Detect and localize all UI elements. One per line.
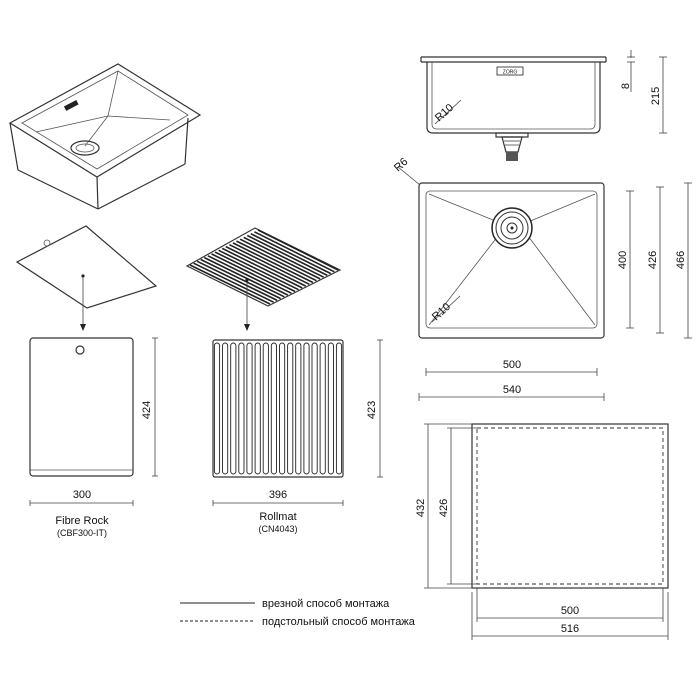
rollmat-code: (CN4043) (258, 524, 297, 534)
rollmat-perspective-bar (196, 260, 278, 302)
rollmat-perspective-bar (229, 243, 310, 286)
sink-logo-badge (63, 99, 79, 111)
rollmat-bar (270, 342, 277, 475)
rollmat-perspective-bar (221, 247, 303, 289)
rollmat-bar (238, 342, 245, 475)
section-radius-label: R10 (433, 102, 456, 124)
rollmat-name: Rollmat (259, 511, 296, 523)
rollmat-bar (295, 342, 302, 475)
rollmat-perspective-bar (193, 262, 274, 303)
rollmat-perspective-bar (257, 229, 339, 271)
rollmat-bar (262, 342, 269, 475)
section-logo-badge (496, 66, 524, 76)
rollmat-perspective-bar (200, 258, 282, 300)
top-outer-depth-label: 466 (675, 251, 687, 269)
fibre-rock-width-label: 300 (73, 489, 91, 501)
rollmat-bar (279, 342, 286, 475)
section-rim-height-label: 8 (620, 83, 632, 89)
section-height-label: 215 (650, 87, 662, 105)
rollmat-perspective-bar (254, 231, 335, 273)
rollmat-perspective-bar (189, 264, 271, 305)
rollmat-perspective-bar (211, 253, 292, 295)
rollmat-perspective-bar (239, 238, 321, 280)
rollmat-bar (303, 342, 310, 475)
fibre-rock-name: Fibre Rock (55, 515, 109, 527)
rollmat-perspective-bar (225, 245, 307, 287)
sink-top-view: R6 R10 400 426 466 500 540 (392, 156, 692, 401)
top-inner-width-label: 500 (503, 359, 521, 371)
rollmat-bar (213, 342, 221, 475)
rollmat-perspective-bar (218, 249, 299, 291)
legend-solid-label: врезной способ монтажа (262, 598, 390, 610)
sink-isometric-view (8, 63, 202, 210)
rollmat-perspective-bar (232, 242, 314, 284)
top-inner-depth-label: 400 (617, 251, 629, 269)
cutout-inner-height-label: 426 (438, 499, 450, 517)
rollmat-bar (254, 342, 261, 475)
cutout-outer-height-label: 432 (415, 499, 427, 517)
rollmat-bar (327, 342, 334, 475)
fibre-rock-board-plan: 300 424 Fibre Rock (CBF300-IT) (29, 337, 158, 538)
legend-dashed-label: подстольный способ монтажа (262, 616, 416, 628)
rollmat-perspective-bar (207, 255, 289, 296)
cutout-inner-width-label: 500 (561, 605, 579, 617)
rollmat-perspective-bar (214, 251, 296, 293)
sink-section-view: ZORG R10 8 215 (420, 50, 667, 161)
rollmat-bar (222, 342, 229, 475)
rollmat-bar (287, 342, 294, 475)
rollmat-bar (246, 342, 253, 475)
rollmat-bar (311, 342, 318, 475)
rollmat-width-label: 396 (269, 489, 287, 501)
rollmat-bar (335, 342, 343, 475)
cutout-template: 432 426 500 516 (415, 423, 669, 640)
rollmat-plan: 396 423 Rollmat (CN4043) (212, 339, 383, 534)
legend: врезной способ монтажа подстольный спосо… (180, 598, 416, 628)
section-logo-text: ZORG (503, 70, 518, 76)
fibre-rock-height-label: 424 (141, 401, 153, 419)
rollmat-perspective-bar (203, 256, 285, 298)
rollmat-perspective-bar (243, 236, 325, 278)
top-outer-radius-label: R6 (392, 156, 410, 174)
rollmat-perspective-bar (250, 232, 332, 275)
top-outer-width-label: 540 (503, 384, 521, 396)
rollmat-height-label: 423 (366, 401, 378, 419)
rollmat-bar (230, 342, 237, 475)
cutout-outer-width-label: 516 (561, 623, 579, 635)
fibre-rock-code: (CBF300-IT) (57, 528, 107, 538)
rollmat-perspective-bar (236, 240, 317, 282)
rollmat-bar (319, 342, 326, 475)
rollmat-perspective-bar (246, 234, 328, 277)
rollmat-perspective (185, 227, 342, 331)
fibre-rock-perspective (15, 225, 158, 331)
top-mid-depth-label: 426 (647, 251, 659, 269)
